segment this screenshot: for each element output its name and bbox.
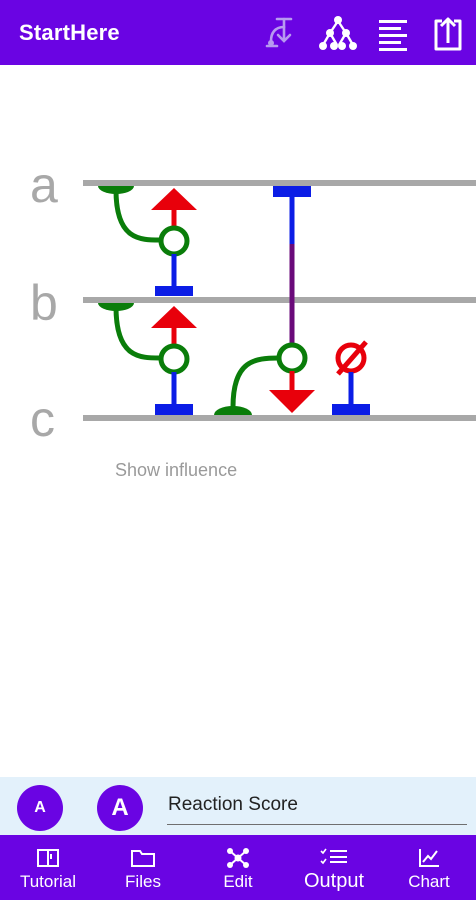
inhibitor-bar-degradation [332,404,370,415]
reaction-node[interactable] [158,225,190,257]
app-title: StartHere [19,20,120,45]
node-line-a[interactable] [83,180,476,186]
small-font-button[interactable]: A [17,785,63,831]
network-canvas[interactable]: a b c [0,65,476,777]
score-bar: A A Reaction Score [0,777,476,835]
nav-edit[interactable]: Edit [198,835,278,900]
tree-icon[interactable] [317,12,359,54]
nav-tutorial[interactable]: Tutorial [8,835,88,900]
inhibitor-bar-c [155,404,193,415]
export-icon[interactable] [427,12,469,54]
reaction-node[interactable] [158,343,190,375]
node-label-b[interactable]: b [30,275,58,331]
flow-down-icon[interactable] [262,12,304,54]
reaction-b-to-a[interactable] [98,186,197,296]
modifier-source-c [214,406,252,415]
activation-arrow-a [151,188,197,210]
activation-arrow-c [269,390,315,413]
reaction-score-field[interactable]: Reaction Score [167,785,467,825]
inhibitor-bar-b [155,286,193,296]
book-icon [36,847,60,869]
chart-icon [417,847,441,869]
node-line-b[interactable] [83,297,476,303]
show-influence-link[interactable]: Show influence [115,460,238,480]
network-icon [226,847,250,869]
bottom-nav: Tutorial Files [0,835,476,900]
reaction-node[interactable] [276,342,308,374]
align-left-icon[interactable] [372,12,414,54]
checklist-icon [319,847,349,869]
node-line-c[interactable] [83,415,476,421]
nav-chart[interactable]: Chart [389,835,469,900]
node-label-a[interactable]: a [30,157,58,213]
large-font-button[interactable]: A [97,785,143,831]
reaction-a-to-c[interactable] [214,186,315,415]
nav-output[interactable]: Output [291,835,377,900]
node-label-c[interactable]: c [30,391,55,447]
inhibitor-bar-a [273,186,311,197]
app-bar: StartHere [0,0,476,65]
activation-arrow-b [151,306,197,328]
folder-icon [130,847,156,869]
reaction-c-to-b[interactable] [98,303,197,415]
degradation-reaction-c[interactable] [332,340,370,415]
nav-files[interactable]: Files [103,835,183,900]
degradation-icon [335,342,367,374]
